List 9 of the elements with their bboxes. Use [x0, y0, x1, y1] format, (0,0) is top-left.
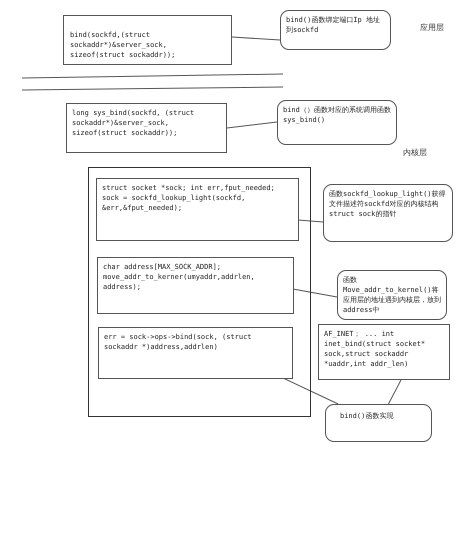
- connector-line: [388, 380, 402, 404]
- connector-line: [232, 36, 280, 40]
- connector-line: [282, 378, 339, 404]
- layer-label: 内核层: [403, 147, 427, 158]
- connector-line: [292, 288, 338, 298]
- layer-label: 应用层: [420, 22, 444, 33]
- connector-line: [298, 220, 324, 222]
- function-frame: [88, 167, 311, 417]
- connector-line: [226, 122, 278, 128]
